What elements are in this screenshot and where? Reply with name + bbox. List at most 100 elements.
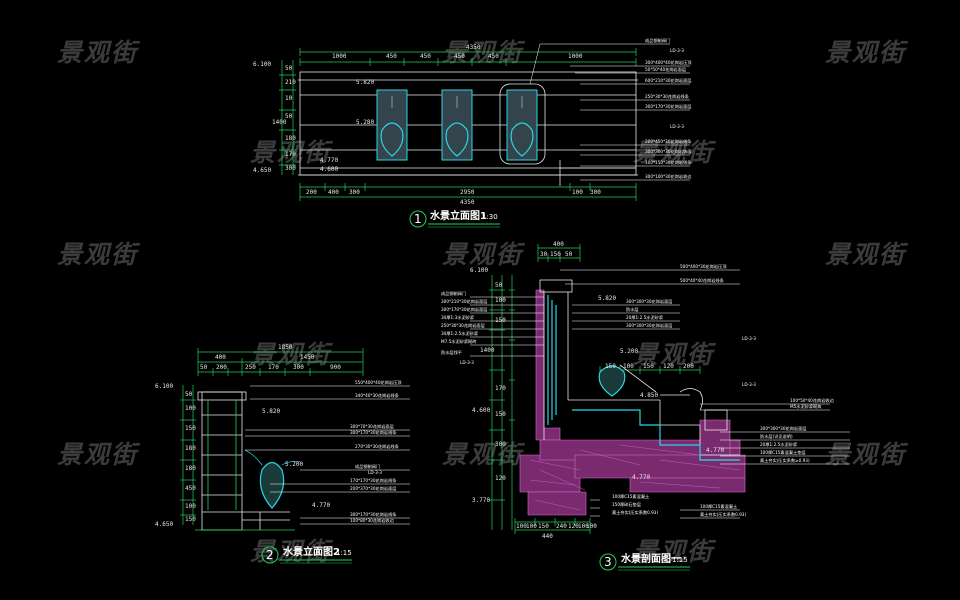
detail-ref: LD-3-3 bbox=[670, 124, 684, 129]
annotation: 200*450*30花岗岩线条 bbox=[645, 138, 692, 145]
elevation-mark: 5.280 bbox=[356, 119, 374, 126]
dim-top: 150 bbox=[550, 251, 561, 258]
dim-bottom: 100 bbox=[572, 189, 583, 196]
dim-left: 50 bbox=[185, 391, 193, 398]
dim-top: 170 bbox=[268, 364, 279, 371]
watermark: 景观街 bbox=[57, 38, 139, 67]
detail-ref: LD-3-3 bbox=[670, 48, 684, 53]
elevation-mark: 4.770 bbox=[706, 447, 724, 454]
drawing-title: 水景立面图2 bbox=[282, 545, 340, 558]
drawing-number: 1 bbox=[414, 212, 422, 226]
annotation: 270*30*30花岗岩线条 bbox=[355, 443, 400, 450]
annotation: 300*170*30花岗岩线条 bbox=[350, 511, 397, 518]
elevation-mark: 6.100 bbox=[155, 383, 173, 390]
elevation-mark: 5.200 bbox=[620, 348, 638, 355]
dim-bottom: 100 bbox=[586, 523, 597, 530]
detail-ref: LD-3-3 bbox=[742, 336, 756, 341]
annotation: 250*30*30花岗岩线条 bbox=[645, 93, 690, 100]
dim-left: 1400 bbox=[272, 119, 287, 126]
elevation-mark: 4.770 bbox=[320, 157, 338, 164]
annotation: 340*40*30花岗岩线条 bbox=[355, 392, 400, 399]
dim-bottom: 300 bbox=[349, 189, 360, 196]
drawing-scale: 1:30 bbox=[482, 213, 498, 221]
detail-ref: LD-3-3 bbox=[742, 382, 756, 387]
dim-left: 120 bbox=[495, 475, 506, 482]
dim-left: 150 bbox=[495, 317, 506, 324]
elevation-mark: 3.770 bbox=[472, 497, 490, 504]
drawing-1-elevation: 4350 1000 450 450 450 450 1000 200 400 3… bbox=[253, 37, 692, 228]
dim-right: 200 bbox=[683, 363, 694, 370]
drawing-number-circle bbox=[409, 210, 427, 228]
drawing-number: 3 bbox=[604, 555, 612, 569]
dim-right: 100 bbox=[623, 363, 634, 370]
annotation: 50*50*40花岗岩面层 bbox=[645, 66, 686, 73]
elevation-mark: 4.650 bbox=[155, 521, 173, 528]
dim-left: 210 bbox=[285, 79, 296, 86]
annotation: 170*170*30花岗岩线条 bbox=[350, 477, 397, 484]
annotation: 20厚1:2.5水泥砂浆 bbox=[626, 314, 664, 321]
annotation: 100厚C15素混凝土垫层 bbox=[760, 449, 806, 456]
watermark: 景观街 bbox=[57, 240, 139, 269]
watermark: 景观街 bbox=[633, 340, 715, 369]
drawing-title: 水景剖面图一 bbox=[620, 552, 681, 565]
dim-top: 1450 bbox=[300, 354, 315, 361]
elevation-mark: 4.600 bbox=[472, 407, 490, 414]
annotation: 成品钢制阀门 bbox=[441, 290, 466, 297]
dim-top: 30 bbox=[540, 251, 548, 258]
dim-bottom: 300 bbox=[590, 189, 601, 196]
annotation: 30厚1:2.5水泥砂浆 bbox=[441, 330, 479, 337]
dim-left: 170 bbox=[495, 385, 506, 392]
annotation: 550*400*40花岗岩压顶 bbox=[355, 379, 402, 386]
dim-top: 50 bbox=[565, 251, 573, 258]
dim-bottom: 100 bbox=[516, 523, 527, 530]
annotation: 500*400*30花岗岩压顶 bbox=[680, 263, 727, 270]
dim-top: 300 bbox=[293, 364, 304, 371]
drawing-scale: 1:15 bbox=[336, 549, 352, 557]
elevation-mark: 5.200 bbox=[285, 461, 303, 468]
annotation: 300*170*30花岗岩面层 bbox=[441, 306, 487, 313]
watermark: 景观街 bbox=[633, 537, 715, 566]
elevation-mark: 4.770 bbox=[632, 474, 650, 481]
dim-left: 180 bbox=[185, 445, 196, 452]
annotation: 300*300*30花岗岩面层 bbox=[626, 298, 672, 305]
dim-right: 120 bbox=[663, 363, 674, 370]
dim-bottom: 150 bbox=[538, 523, 549, 530]
dim-bottom: 2950 bbox=[460, 189, 475, 196]
annotation: 防水层找平 bbox=[441, 349, 462, 356]
elevation-mark: 5.820 bbox=[262, 408, 280, 415]
watermark: 景观街 bbox=[825, 240, 907, 269]
dim-left: 100 bbox=[495, 297, 506, 304]
dim-bottom-total: 440 bbox=[542, 533, 553, 540]
annotation: 300*170*30花岗岩面层 bbox=[645, 103, 691, 110]
watermark: 景观街 bbox=[825, 38, 907, 67]
dim-total-top: 1850 bbox=[278, 344, 293, 351]
dim-bottom: 240 bbox=[556, 523, 567, 530]
dim-top: 200 bbox=[216, 364, 227, 371]
annotation: 100*50*40花岗岩收边 bbox=[790, 397, 835, 404]
annotation: 素土夯实(压实系数0.93) bbox=[612, 509, 658, 516]
drawing-number-circle bbox=[261, 546, 279, 564]
dim-bottom: 120 bbox=[568, 523, 579, 530]
annotation: 150厚碎石垫层 bbox=[612, 501, 641, 508]
annotation: M7.5水泥砂浆砌砖 bbox=[441, 338, 476, 345]
dim-top: 450 bbox=[454, 53, 465, 60]
drawing-title: 水景立面图1 bbox=[429, 209, 487, 222]
annotation: 30厚1:3水泥砂浆 bbox=[441, 314, 475, 321]
dim-top: 900 bbox=[330, 364, 341, 371]
elevation-mark: 4.770 bbox=[312, 502, 330, 509]
dim-bottom: 100 bbox=[526, 523, 537, 530]
dim-left: 180 bbox=[285, 135, 296, 142]
dim-total-top: 4350 bbox=[466, 44, 481, 51]
elevation-mark: 4.600 bbox=[320, 166, 338, 173]
dim-bottom: 100 bbox=[578, 523, 589, 530]
dim-top: 400 bbox=[553, 241, 564, 248]
annotation: 300*210*30花岗岩面层 bbox=[441, 298, 487, 305]
annotation: 20厚1:2.5水泥砂浆 bbox=[760, 441, 798, 448]
annotation: 250*30*30花岗岩面层 bbox=[441, 322, 485, 329]
dim-right: 150 bbox=[643, 363, 654, 370]
watermark: 景观街 bbox=[57, 440, 139, 469]
dim-left: 300 bbox=[285, 165, 296, 172]
annotation: 素土夯实(压实系数0.93) bbox=[700, 511, 746, 518]
dim-left: 150 bbox=[185, 425, 196, 432]
